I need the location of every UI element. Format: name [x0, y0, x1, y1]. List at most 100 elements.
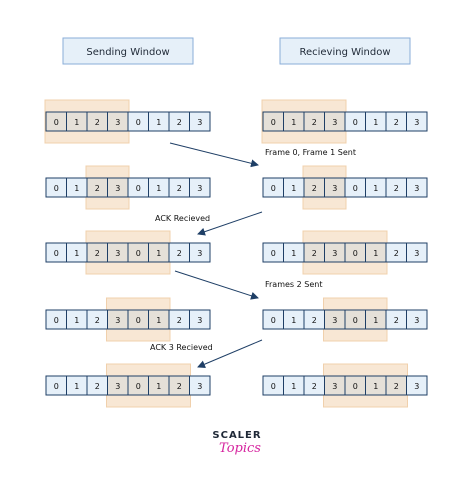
- arrow-ack: [197, 211, 263, 236]
- frame-number: 3: [414, 382, 419, 391]
- message-label-3: Frames 2 Sent: [265, 280, 322, 289]
- receiver-header-label: Recieving Window: [299, 47, 390, 58]
- frame-number: 3: [197, 118, 202, 127]
- frame-cell: [189, 111, 211, 132]
- frame-number: 3: [332, 316, 337, 325]
- frame-number: 1: [74, 382, 79, 391]
- arrow-frame-2: [174, 270, 259, 300]
- frame-number: 3: [414, 249, 419, 258]
- frame-number: 2: [95, 118, 100, 127]
- frame-number: 2: [95, 184, 100, 193]
- frame-number: 2: [394, 316, 399, 325]
- frame-number: 1: [156, 316, 161, 325]
- frame-number: 2: [177, 249, 182, 258]
- frame-number: 1: [156, 382, 161, 391]
- frame-number: 3: [115, 382, 120, 391]
- frame-number: 0: [54, 249, 59, 258]
- frame-number: 3: [414, 118, 419, 127]
- logo-line1: SCALER: [212, 430, 261, 441]
- receiver-frame-row: 0 1 2 3 0 1 2 3: [262, 165, 428, 210]
- frame-number: 1: [291, 249, 296, 258]
- frame-number: 2: [394, 184, 399, 193]
- frame-number: 1: [291, 316, 296, 325]
- frame-number: 2: [95, 382, 100, 391]
- frame-number: 2: [177, 316, 182, 325]
- arrow-ack-3: [197, 339, 263, 368]
- frame-number: 0: [136, 184, 141, 193]
- frame-number: 0: [353, 118, 358, 127]
- frame-number: 2: [312, 249, 317, 258]
- frame-number: 3: [197, 382, 202, 391]
- frame-number: 3: [115, 118, 120, 127]
- frame-number: 0: [271, 118, 276, 127]
- frame-number: 2: [177, 382, 182, 391]
- frame-number: 0: [271, 382, 276, 391]
- frame-number: 2: [312, 184, 317, 193]
- frame-number: 3: [414, 184, 419, 193]
- frame-cell: [189, 242, 211, 263]
- frame-cell: [406, 242, 428, 263]
- frame-number: 1: [373, 184, 378, 193]
- message-label-1: Frame 0, Frame 1 Sent: [265, 148, 356, 157]
- frame-number: 3: [197, 184, 202, 193]
- frame-number: 1: [291, 184, 296, 193]
- frame-number: 3: [332, 184, 337, 193]
- frame-number: 1: [74, 118, 79, 127]
- frame-number: 1: [291, 382, 296, 391]
- frame-number: 1: [156, 118, 161, 127]
- frame-number: 0: [54, 316, 59, 325]
- sender-header: Sending Window: [62, 37, 194, 65]
- frame-number: 1: [74, 184, 79, 193]
- frame-number: 0: [271, 184, 276, 193]
- sender-frame-row: 0 1 2 3 0 1 2 3: [45, 165, 211, 210]
- frame-rows: 0 1 2 3 0 1 2 3 0 1 2 3 0 1 2 3 0 1 2 3 0 1 2 3 0 1 2 3 0 1 2 3 0 1 2 3 0 1 2 3…: [44, 99, 428, 408]
- frame-number: 1: [373, 382, 378, 391]
- sender-header-label: Sending Window: [86, 47, 169, 58]
- frame-number: 1: [156, 184, 161, 193]
- arrow-frames-0-1: [169, 142, 259, 168]
- frame-number: 2: [177, 118, 182, 127]
- frame-number: 0: [271, 316, 276, 325]
- frame-number: 3: [332, 382, 337, 391]
- frame-number: 0: [353, 184, 358, 193]
- frame-number: 1: [373, 316, 378, 325]
- frame-number: 1: [156, 249, 161, 258]
- frame-number: 2: [95, 249, 100, 258]
- frame-number: 2: [177, 184, 182, 193]
- frame-cell: [406, 309, 428, 330]
- frame-number: 0: [136, 249, 141, 258]
- frame-cell: [189, 177, 211, 198]
- frame-number: 1: [74, 316, 79, 325]
- frame-number: 3: [332, 249, 337, 258]
- frame-number: 0: [54, 184, 59, 193]
- frame-cell: [406, 111, 428, 132]
- frame-number: 3: [115, 249, 120, 258]
- logo-line2: Topics: [219, 441, 261, 456]
- frame-number: 2: [394, 249, 399, 258]
- receiver-header: Recieving Window: [279, 37, 411, 65]
- frame-number: 0: [136, 316, 141, 325]
- message-arrows: Frame 0, Frame 1 Sent ACK Recieved Frame…: [150, 142, 356, 368]
- frame-number: 0: [353, 382, 358, 391]
- frame-number: 3: [197, 316, 202, 325]
- frame-number: 2: [394, 118, 399, 127]
- frame-number: 3: [115, 184, 120, 193]
- frame-number: 0: [136, 118, 141, 127]
- frame-cell: [406, 375, 428, 396]
- frame-number: 3: [115, 316, 120, 325]
- scaler-topics-logo: SCALER Topics: [212, 430, 261, 456]
- frame-number: 3: [414, 316, 419, 325]
- frame-number: 3: [332, 118, 337, 127]
- message-label-2: ACK Recieved: [155, 214, 210, 223]
- frame-cell: [189, 309, 211, 330]
- frame-number: 2: [312, 382, 317, 391]
